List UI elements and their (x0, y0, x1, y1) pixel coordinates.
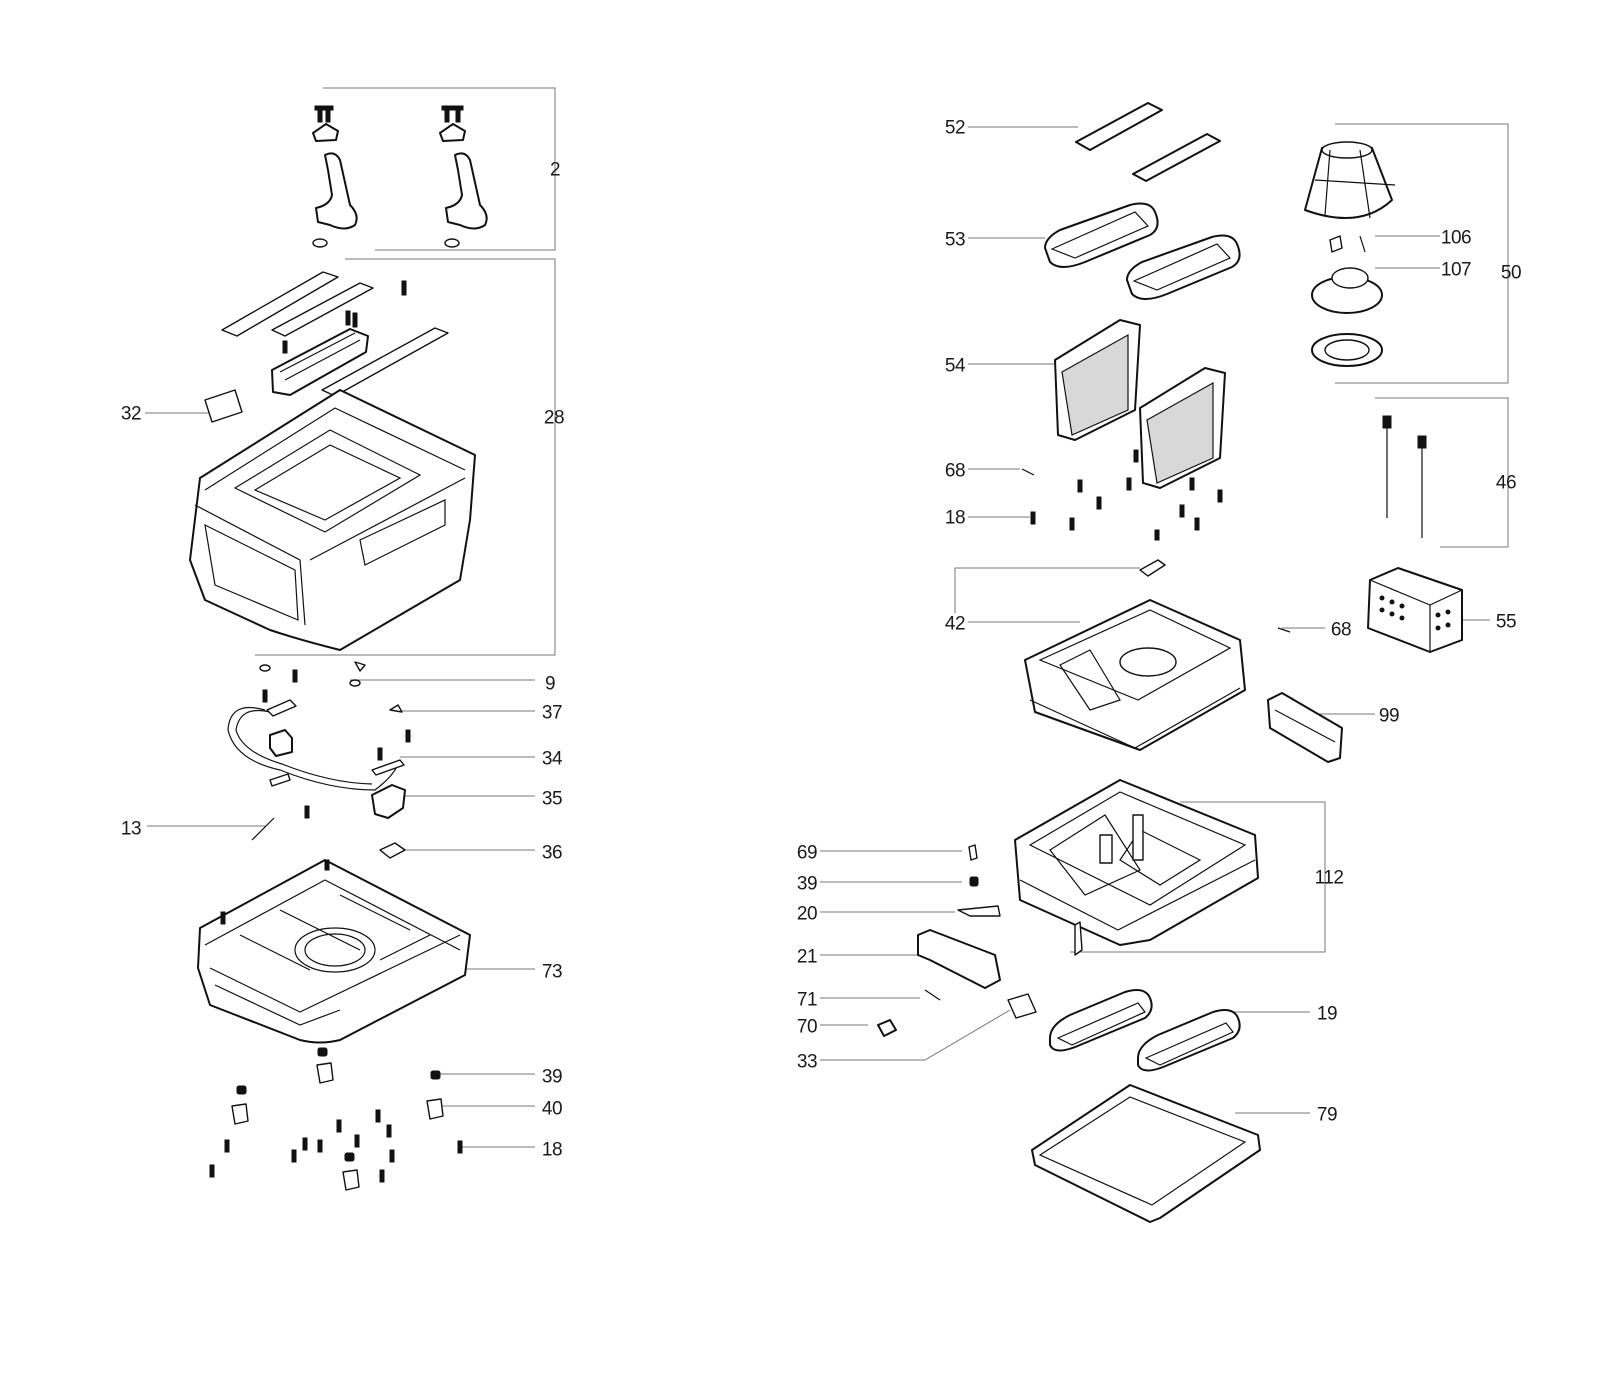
parts-69-39-20-21-71-70-33 (877, 844, 1037, 1037)
label-107: 107 (1440, 259, 1472, 281)
part-28-top-housing (189, 271, 476, 651)
part-46-rods (1382, 415, 1427, 538)
part-55-foam-block (1367, 567, 1463, 653)
part-42-clip-and-lid (1024, 559, 1246, 751)
label-36: 36 (541, 842, 563, 864)
label-2: 2 (549, 159, 561, 181)
label-54: 54 (944, 355, 966, 377)
label-42: 42 (944, 613, 966, 635)
label-39-left: 39 (541, 1066, 563, 1088)
label-68-upper: 68 (944, 460, 966, 482)
part-79-frame-gasket (1031, 1084, 1261, 1223)
label-79: 79 (1316, 1104, 1338, 1126)
label-20: 20 (796, 903, 818, 925)
label-33: 33 (796, 1051, 818, 1073)
part-19-gaskets (1049, 989, 1241, 1072)
label-37: 37 (541, 702, 563, 724)
label-28: 28 (543, 407, 565, 429)
label-69: 69 (796, 842, 818, 864)
part-52-strips (1075, 102, 1221, 182)
label-32: 32 (120, 403, 142, 425)
parts-18-68-screws (1021, 449, 1291, 633)
label-50: 50 (1500, 262, 1522, 284)
label-35: 35 (541, 788, 563, 810)
label-9: 9 (544, 673, 556, 695)
label-19: 19 (1316, 1003, 1338, 1025)
part-53-gaskets (1044, 202, 1241, 300)
part-2-handles (312, 105, 488, 248)
label-70: 70 (796, 1016, 818, 1038)
label-46: 46 (1495, 472, 1517, 494)
label-34: 34 (541, 748, 563, 770)
label-52: 52 (944, 117, 966, 139)
label-55: 55 (1495, 611, 1517, 633)
label-112: 112 (1314, 867, 1344, 889)
label-99: 99 (1378, 705, 1400, 727)
part-112-lower-housing (1014, 779, 1259, 956)
parts-39-40-18-feet-screws (209, 1047, 463, 1191)
label-18-left: 18 (541, 1139, 563, 1161)
label-53: 53 (944, 229, 966, 251)
label-21: 21 (796, 946, 818, 968)
label-13: 13 (120, 818, 142, 840)
part-50-motor-assembly (1304, 141, 1396, 367)
parts-9-34-35-37-13-36-wiring (227, 661, 411, 859)
label-68-lower: 68 (1330, 619, 1352, 641)
label-106: 106 (1440, 227, 1472, 249)
label-40: 40 (541, 1098, 563, 1120)
part-73-base-tray (197, 859, 471, 1044)
label-71: 71 (796, 989, 818, 1011)
label-18-right: 18 (944, 507, 966, 529)
label-73: 73 (541, 961, 563, 983)
part-54-filter-cartridges (1054, 319, 1226, 489)
label-39-right: 39 (796, 873, 818, 895)
leader-lines (145, 87, 1509, 1148)
part-99-bracket (1267, 692, 1343, 763)
